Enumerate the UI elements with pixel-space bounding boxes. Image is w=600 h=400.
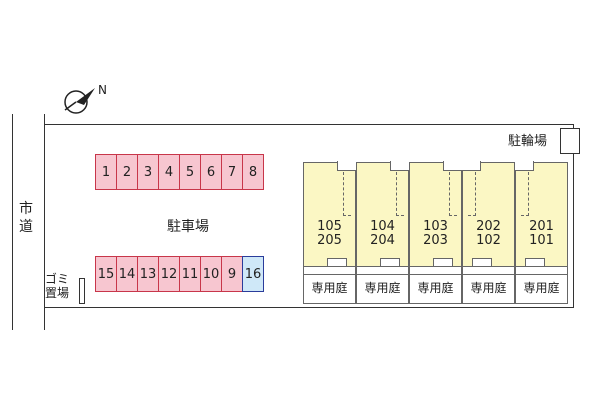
garbage-label-2: 置場 (45, 286, 70, 300)
unit-number-lower: 102 (476, 233, 501, 248)
garden-label: 専用庭 (417, 281, 454, 295)
private-garden: 専用庭 (462, 266, 515, 304)
unit-block: 103 203 (409, 161, 462, 268)
unit-block: 201 101 (515, 161, 568, 268)
unit-number-lower: 101 (529, 233, 554, 248)
road-edge-left (12, 114, 13, 330)
parking-space: 2 (116, 154, 138, 190)
road-label-1: 市 (19, 201, 33, 217)
compass-north-label: N (98, 83, 107, 97)
unit-block: 105 205 (303, 161, 356, 268)
parking-space: 11 (179, 256, 201, 292)
parking-space: 4 (158, 154, 180, 190)
unit-number-upper: 201 (529, 219, 554, 234)
parking-space: 5 (179, 154, 201, 190)
garden-label: 専用庭 (311, 281, 348, 295)
garbage-label: ゴミ 置場 (45, 272, 69, 300)
unit-door (472, 258, 492, 268)
parking-space: 10 (200, 256, 222, 292)
parking-space: 15 (95, 256, 117, 292)
unit-number-upper: 202 (476, 219, 501, 234)
parking-row-bottom: 15 14 13 12 11 10 9 16 (95, 256, 264, 292)
private-garden: 専用庭 (515, 266, 568, 304)
parking-space: 1 (95, 154, 117, 190)
parking-label: 駐車場 (167, 219, 209, 235)
unit-notch (462, 161, 481, 171)
parking-space: 9 (221, 256, 243, 292)
parking-space-special: 16 (242, 256, 264, 292)
unit-number-lower: 203 (423, 233, 448, 248)
unit-door (327, 258, 347, 268)
garden-fence (304, 267, 355, 275)
private-garden: 専用庭 (303, 266, 356, 304)
unit-door (525, 258, 545, 268)
unit-notch (443, 161, 462, 171)
unit-block: 104 204 (356, 161, 409, 268)
road-label: 市 道 (18, 200, 34, 236)
parking-space: 13 (137, 256, 159, 292)
bike-parking-area (560, 128, 580, 154)
private-garden: 専用庭 (409, 266, 462, 304)
parking-space: 6 (200, 154, 222, 190)
unit-notch (515, 161, 534, 171)
parking-space: 3 (137, 154, 159, 190)
unit-number-upper: 104 (370, 219, 395, 234)
unit-number-upper: 103 (423, 219, 448, 234)
unit-door (433, 258, 453, 268)
parking-space: 14 (116, 256, 138, 292)
garden-fence (516, 267, 567, 275)
garbage-label-1: ゴミ (45, 272, 70, 286)
garden-fence (357, 267, 408, 275)
unit-number-upper: 105 (317, 219, 342, 234)
road-label-2: 道 (19, 219, 33, 235)
garbage-box (79, 278, 85, 304)
unit-stairs (343, 172, 351, 216)
unit-door (380, 258, 400, 268)
garden-label: 専用庭 (470, 281, 507, 295)
unit-stairs (449, 172, 457, 216)
parking-space: 12 (158, 256, 180, 292)
parking-space: 8 (242, 154, 264, 190)
unit-notch (337, 161, 356, 171)
garden-label: 専用庭 (364, 281, 401, 295)
unit-stairs (521, 172, 529, 216)
garden-fence (410, 267, 461, 275)
unit-notch (390, 161, 409, 171)
bike-parking-label: 駐輪場 (508, 134, 548, 149)
garbage-area: ゴミ 置場 (45, 272, 85, 306)
parking-space: 7 (221, 154, 243, 190)
unit-number-lower: 204 (370, 233, 395, 248)
unit-stairs (396, 172, 404, 216)
compass-icon: N (64, 83, 107, 114)
unit-block: 202 102 (462, 161, 515, 268)
unit-number-lower: 205 (317, 233, 342, 248)
private-garden: 専用庭 (356, 266, 409, 304)
garden-label: 専用庭 (523, 281, 560, 295)
unit-stairs (468, 172, 476, 216)
garden-fence (463, 267, 514, 275)
parking-row-top: 1 2 3 4 5 6 7 8 (95, 154, 264, 190)
